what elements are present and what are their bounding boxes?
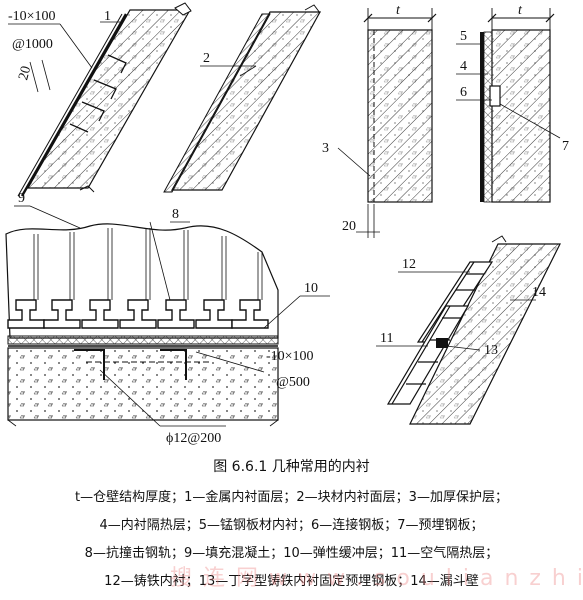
legend-line-2: 4—内衬隔热层；5—锰钢板材内衬；6—连接钢板；7—预埋钢板； xyxy=(99,518,484,533)
metal-lining-plate xyxy=(20,13,128,197)
label-9: 9 xyxy=(18,191,25,206)
label-1: 1 xyxy=(104,9,111,24)
thickness-t-b: t xyxy=(518,3,523,18)
detail-manganese-lining: t 5 4 6 7 xyxy=(456,3,569,203)
insulation-layer xyxy=(483,31,493,203)
legend-line-1: t—仓壁结构厚度；1—金属内衬面层；2—块材内衬面层；3—加厚保护层； xyxy=(75,490,508,505)
legend-line-4: 12—铸铁内衬；13—丁字型铸铁内衬固定预埋钢板；14—漏斗壁 xyxy=(104,574,479,589)
detail-metal-lining: 1 -10×100 @1000 20 xyxy=(8,2,192,197)
label-2: 2 xyxy=(203,51,210,66)
manganese-plate xyxy=(480,32,484,202)
label-4: 4 xyxy=(460,59,467,74)
rebar-spec: ϕ12@200 xyxy=(166,431,221,446)
label-3: 3 xyxy=(322,141,329,156)
detail-protective-layer: t 3 20 xyxy=(322,3,437,238)
t-embedded-plate xyxy=(436,338,448,348)
label-7: 7 xyxy=(562,139,569,154)
spacing-b: @500 xyxy=(276,375,310,390)
elastic-buffer-layer xyxy=(7,335,279,345)
label-6: 6 xyxy=(460,85,467,100)
label-8: 8 xyxy=(172,207,179,222)
label-11: 11 xyxy=(380,331,393,346)
spacing-a: @1000 xyxy=(12,37,53,52)
legend-line-3: 8—抗撞击钢轨；9—填充混凝土；10—弹性缓冲层；11—空气隔热层； xyxy=(84,546,499,561)
detail-block-lining: 2 xyxy=(163,4,322,193)
label-12: 12 xyxy=(402,257,416,272)
impact-rails xyxy=(7,299,269,329)
dimension-20-b: 20 xyxy=(342,204,380,238)
cast-iron-plates xyxy=(386,261,494,405)
label-5: 5 xyxy=(460,29,467,44)
detail-cast-iron-lining: 12 14 11 13 xyxy=(376,235,561,425)
svg-text:20: 20 xyxy=(342,219,356,234)
figure-caption-title: 图 6.6.1 几种常用的内衬 xyxy=(213,459,370,475)
label-10: 10 xyxy=(304,281,318,296)
bin-wall-concrete xyxy=(7,347,279,421)
thickness-t-a: t xyxy=(396,3,401,18)
anchor-plates-a xyxy=(69,54,127,133)
label-14: 14 xyxy=(532,285,546,300)
label-13: 13 xyxy=(484,343,498,358)
detail-rail-lining: 9 8 10 -10×100 @500 ϕ12@200 xyxy=(5,191,330,446)
plate-size-a: -10×100 xyxy=(8,9,56,24)
watermark: 搜 连 网 w w w . s o u l i a n z h i . c n xyxy=(170,566,583,591)
plate-size-b: -10×100 xyxy=(266,349,314,364)
block-lining-layer xyxy=(163,13,271,193)
svg-text:20: 20 xyxy=(16,65,34,82)
connecting-plate xyxy=(489,85,501,107)
dimension-20-a: 20 xyxy=(16,59,51,93)
anchor-plates-e xyxy=(74,349,210,380)
